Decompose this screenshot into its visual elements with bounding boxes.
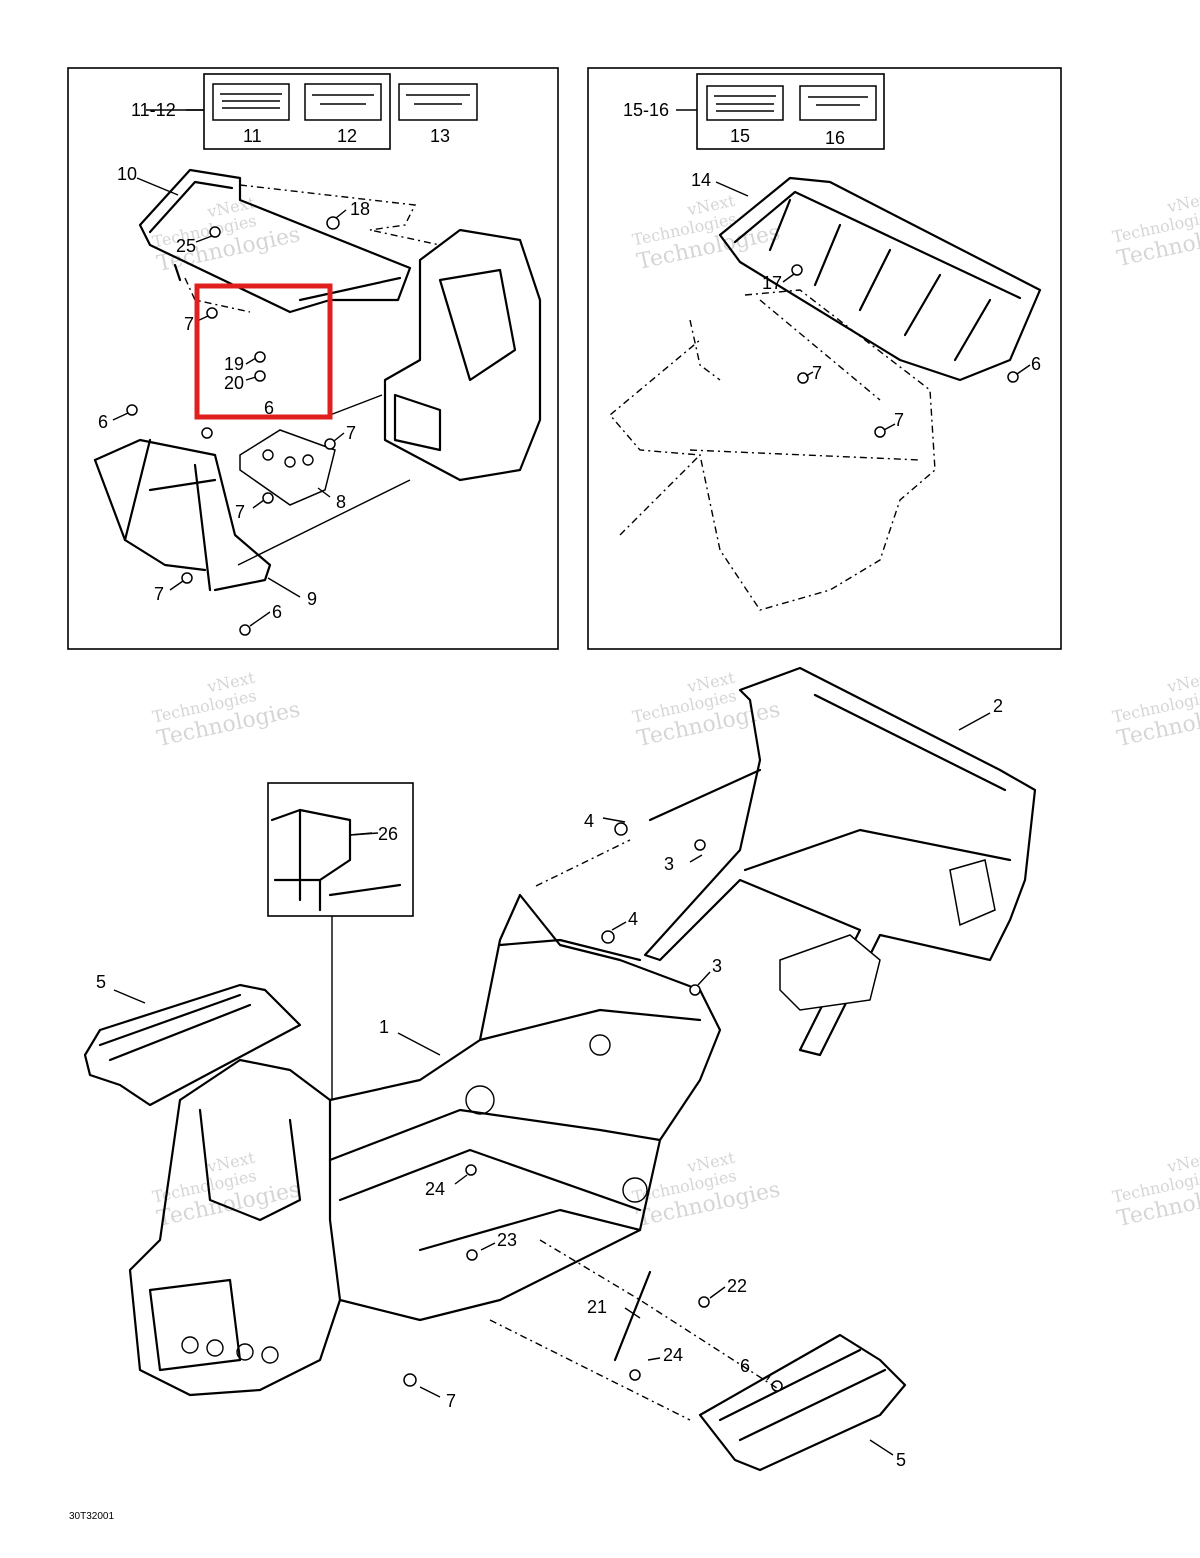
callout-26: 26 — [378, 824, 398, 844]
callout-2: 2 — [993, 696, 1003, 716]
callout-16: 16 — [825, 128, 845, 148]
callout-23: 23 — [497, 1230, 517, 1250]
bolt-6 — [239, 624, 251, 636]
bolt-6 — [771, 1380, 783, 1392]
callout-7: 7 — [235, 502, 245, 522]
detail-inset-26 — [267, 782, 414, 917]
callout-17: 17 — [762, 273, 782, 293]
drawing-code: 30T32001 — [69, 1511, 114, 1522]
warning-label-11 — [212, 83, 290, 121]
callout-13: 13 — [430, 126, 450, 146]
watermarks: vNext Technologies Technologies vNext Te… — [151, 188, 1200, 1232]
callout-6: 6 — [272, 602, 282, 622]
washer-19 — [254, 351, 266, 363]
callout-24: 24 — [425, 1179, 445, 1199]
front-panel-frame — [67, 67, 559, 650]
bolt-23 — [466, 1249, 478, 1261]
nut-7 — [403, 1373, 417, 1387]
bolt-18 — [326, 216, 340, 230]
callout-24: 24 — [663, 1345, 683, 1365]
front-frame-section — [383, 228, 542, 482]
warning-label-13 — [398, 83, 478, 121]
nut-20 — [254, 370, 266, 382]
label-group-15-16 — [696, 73, 885, 150]
callout-20: 20 — [224, 373, 244, 393]
callout-8: 8 — [336, 492, 346, 512]
callout-14: 14 — [691, 170, 711, 190]
footrest-5-right — [698, 1333, 907, 1472]
bolt-25 — [209, 226, 221, 238]
warning-label-12 — [304, 83, 382, 121]
rear-panel-frame — [587, 67, 1062, 650]
callout-7: 7 — [184, 314, 194, 334]
bolt-17 — [791, 264, 803, 276]
nut-7 — [874, 426, 886, 438]
callout-25: 25 — [176, 236, 196, 256]
callout-7: 7 — [812, 363, 822, 383]
callout-12: 12 — [337, 126, 357, 146]
rear-subframe-2 — [643, 666, 1037, 1057]
callout-15: 15 — [730, 126, 750, 146]
callout-18: 18 — [350, 199, 370, 219]
nut-24 — [465, 1164, 477, 1176]
bolt-6 — [201, 427, 213, 439]
callout-11: 11 — [243, 126, 262, 146]
front-rack-panel: 11-12 11 12 13 10 18 25 7 19 20 6 6 7 8 … — [67, 67, 559, 650]
callout-3: 3 — [664, 854, 674, 874]
front-bumper-9 — [93, 438, 272, 592]
nut-24 — [629, 1369, 641, 1381]
bushing-4 — [614, 822, 628, 836]
bracket-8 — [239, 429, 336, 506]
callout-3: 3 — [712, 956, 722, 976]
warning-label-16 — [799, 85, 877, 121]
bolt-6 — [126, 404, 138, 416]
nut-7 — [206, 307, 218, 319]
bolt-22 — [698, 1296, 710, 1308]
highlight-box — [194, 283, 333, 420]
callout-19: 19 — [224, 354, 244, 374]
front-rack-10 — [138, 168, 412, 314]
nut-7 — [181, 572, 193, 584]
rear-rack-14 — [718, 176, 1042, 382]
callout-11-12: 11-12 — [131, 100, 176, 120]
callout-1: 1 — [379, 1017, 389, 1037]
callout-21: 21 — [587, 1297, 607, 1317]
nut-7 — [797, 372, 809, 384]
callout-7: 7 — [346, 423, 356, 443]
callout-9: 9 — [307, 589, 317, 609]
callout-7: 7 — [446, 1391, 456, 1411]
bolt-3 — [689, 984, 701, 996]
main-frame-1 — [128, 893, 722, 1397]
callout-4: 4 — [584, 811, 594, 831]
callout-22: 22 — [727, 1276, 747, 1296]
callout-5: 5 — [896, 1450, 906, 1470]
rear-frame-outline — [609, 289, 936, 611]
callout-5: 5 — [96, 972, 106, 992]
label-group-11-12 — [203, 73, 391, 150]
bolt-3 — [694, 839, 706, 851]
callout-7: 7 — [894, 410, 904, 430]
warning-label-15 — [706, 85, 784, 121]
bolt-6 — [1007, 371, 1019, 383]
callout-15-16: 15-16 — [623, 100, 669, 120]
callout-4: 4 — [628, 909, 638, 929]
callout-6: 6 — [1031, 354, 1041, 374]
rear-rack-panel: 15-16 15 16 14 17 7 7 6 — [587, 67, 1062, 650]
nut-7 — [324, 438, 336, 450]
callout-10: 10 — [117, 164, 137, 184]
callout-6: 6 — [740, 1356, 750, 1376]
nut-7 — [262, 492, 274, 504]
bushing-4 — [601, 930, 615, 944]
main-frame-assembly: 26 2 4 3 4 3 5 1 24 23 21 22 24 6 7 5 — [83, 666, 1037, 1472]
support-rod-21 — [613, 1270, 652, 1362]
callout-6: 6 — [98, 412, 108, 432]
callout-7: 7 — [154, 584, 164, 604]
footrest-5-left — [83, 983, 302, 1107]
callout-6: 6 — [264, 398, 274, 418]
